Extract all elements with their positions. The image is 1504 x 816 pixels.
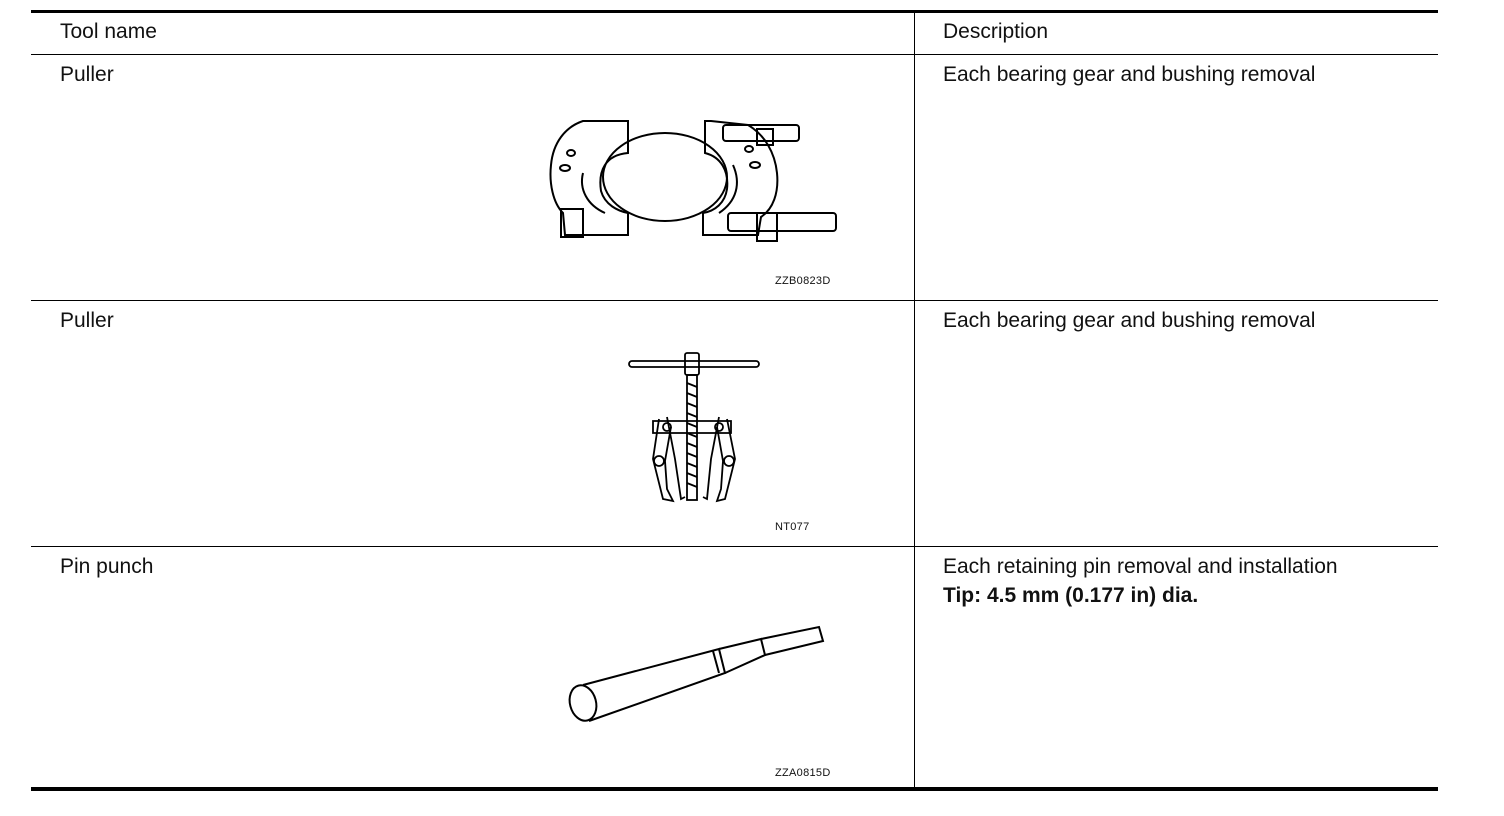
row-2-description: Each bearing gear and bushing removal	[943, 309, 1316, 332]
row-1-illustration-code: ZZB0823D	[775, 275, 831, 287]
row-3-description: Each retaining pin removal and installat…	[943, 555, 1338, 578]
header-tool-name: Tool name	[60, 20, 157, 43]
row-1-divider	[31, 300, 1438, 301]
jaw-puller-icon	[628, 352, 760, 503]
header-divider	[31, 54, 1438, 55]
bearing-separator-puller-icon	[549, 120, 837, 242]
pin-punch-icon	[568, 625, 825, 722]
row-2-tool-name: Puller	[60, 309, 114, 332]
row-1-description: Each bearing gear and bushing removal	[943, 63, 1316, 86]
row-3-illustration-code: ZZA0815D	[775, 767, 831, 779]
column-divider	[914, 13, 915, 787]
row-2-illustration-code: NT077	[775, 521, 810, 533]
special-tools-table: Tool name Description Puller Each bearin…	[31, 10, 1438, 791]
row-3-tool-name: Pin punch	[60, 555, 154, 578]
row-1-tool-name: Puller	[60, 63, 114, 86]
row-2-divider	[31, 546, 1438, 547]
row-3-description-tip: Tip: 4.5 mm (0.177 in) dia.	[943, 584, 1199, 607]
header-description: Description	[943, 20, 1049, 43]
